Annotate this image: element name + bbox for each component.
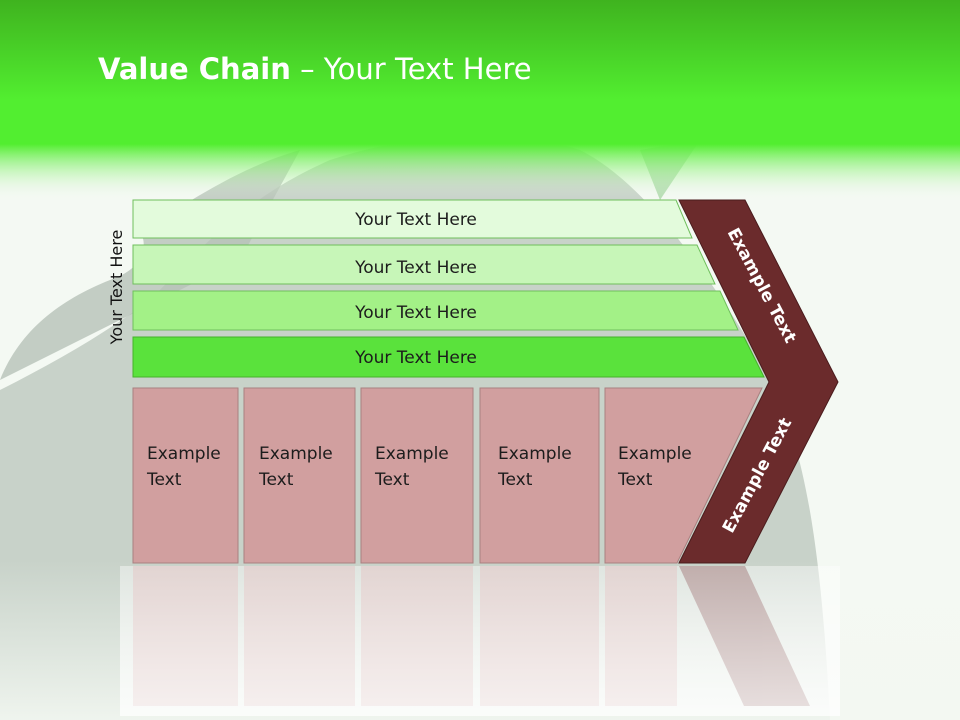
chevron-arrow xyxy=(678,199,839,564)
example-box-2-line2: Text xyxy=(258,470,294,490)
bar-stack: Your Text Here Your Text Here Your Text … xyxy=(132,199,765,378)
example-box-3-line2: Text xyxy=(374,470,410,490)
title-bold: Value Chain xyxy=(98,52,291,86)
bar-4 xyxy=(132,336,765,378)
bar-2-label: Your Text Here xyxy=(354,258,477,278)
example-box-1-line2: Text xyxy=(146,470,182,490)
slide-title: Value Chain – Your Text Here xyxy=(98,52,532,86)
example-boxes: Example Text Example Text Example Text E… xyxy=(132,387,763,564)
bar-1 xyxy=(132,199,693,239)
example-box-4-line2: Text xyxy=(497,470,533,490)
example-box-2-line1: Example xyxy=(259,444,333,464)
title-rest: – Your Text Here xyxy=(290,52,532,86)
example-box-4-line1: Example xyxy=(498,444,572,464)
bar-2 xyxy=(132,244,716,285)
example-box-2 xyxy=(243,387,356,564)
example-box-3 xyxy=(360,387,474,564)
example-box-4 xyxy=(479,387,600,564)
example-box-5-line2: Text xyxy=(617,470,653,490)
bar-1-label: Your Text Here xyxy=(354,210,477,230)
example-box-1 xyxy=(132,387,239,564)
bar-4-label: Your Text Here xyxy=(354,348,477,368)
bar-3-label: Your Text Here xyxy=(354,303,477,323)
header-band xyxy=(0,0,960,200)
example-box-5-line1: Example xyxy=(618,444,692,464)
bar-3 xyxy=(132,290,739,331)
example-box-1-line1: Example xyxy=(147,444,221,464)
example-box-5 xyxy=(604,387,763,564)
example-box-3-line1: Example xyxy=(375,444,449,464)
side-label: Your Text Here xyxy=(107,230,126,346)
